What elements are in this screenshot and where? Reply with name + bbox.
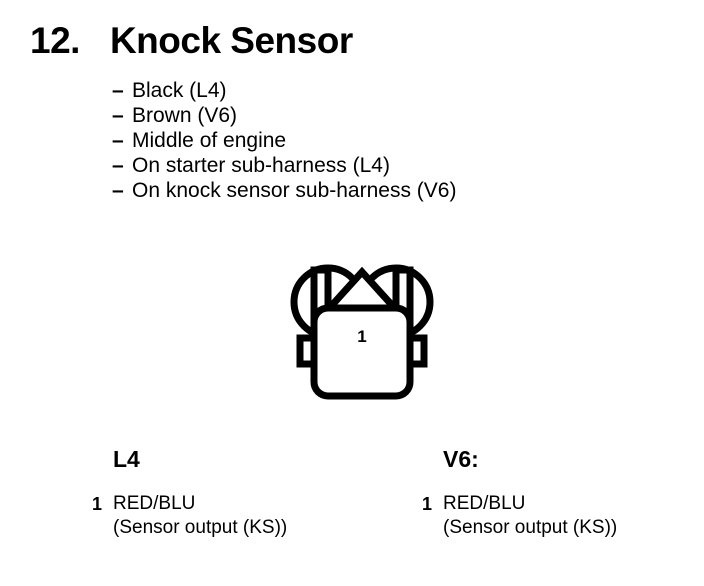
pinout-column-l4: L4 1 RED/BLU (Sensor output (KS)) (92, 448, 287, 540)
pin-detail: RED/BLU (Sensor output (KS)) (443, 492, 617, 540)
pinout-section: L4 1 RED/BLU (Sensor output (KS)) V6: 1 … (0, 448, 704, 568)
section-number: 12. (30, 20, 80, 61)
list-item-label: On starter sub-harness (L4) (132, 154, 390, 177)
detail-list: – Black (L4) – Brown (V6) – Middle of en… (112, 78, 456, 203)
list-item: – Middle of engine (112, 128, 456, 153)
list-item-label: Brown (V6) (132, 104, 238, 127)
pinout-row: 1 RED/BLU (Sensor output (KS)) (422, 492, 617, 540)
list-item: – On knock sensor sub-harness (V6) (112, 178, 456, 203)
connector-outline-svg (290, 264, 434, 400)
pin-number: 1 (422, 494, 433, 514)
pin-number: 1 (92, 494, 103, 514)
pin-detail: RED/BLU (Sensor output (KS)) (113, 492, 287, 540)
list-item: – On starter sub-harness (L4) (112, 153, 456, 178)
dash-icon: – (112, 104, 124, 127)
connector-pin-1-label: 1 (357, 327, 367, 346)
list-item: – Brown (V6) (112, 103, 456, 128)
connector-body (310, 304, 414, 400)
list-item-label: Middle of engine (132, 129, 287, 152)
list-item: – Black (L4) (112, 78, 456, 103)
pinout-row: 1 RED/BLU (Sensor output (KS)) (92, 492, 287, 540)
dash-icon: – (112, 79, 124, 102)
pin-wire-color: RED/BLU (113, 493, 196, 514)
dash-icon: – (112, 154, 124, 177)
pinout-heading: L4 (113, 446, 140, 472)
pin-function: (Sensor output (KS)) (443, 517, 618, 538)
connector-diagram: 1 (288, 258, 436, 400)
list-item-label: Black (L4) (132, 79, 227, 102)
section-title: Knock Sensor (109, 20, 353, 61)
dash-icon: – (112, 129, 124, 152)
pin-function: (Sensor output (KS)) (113, 517, 288, 538)
page-title: 12. Knock Sensor (30, 22, 353, 59)
dash-icon: – (112, 179, 124, 202)
pinout-heading: V6: (443, 446, 479, 472)
list-item-label: On knock sensor sub-harness (V6) (132, 179, 457, 202)
pin-wire-color: RED/BLU (443, 493, 526, 514)
pinout-column-v6: V6: 1 RED/BLU (Sensor output (KS)) (422, 448, 617, 540)
